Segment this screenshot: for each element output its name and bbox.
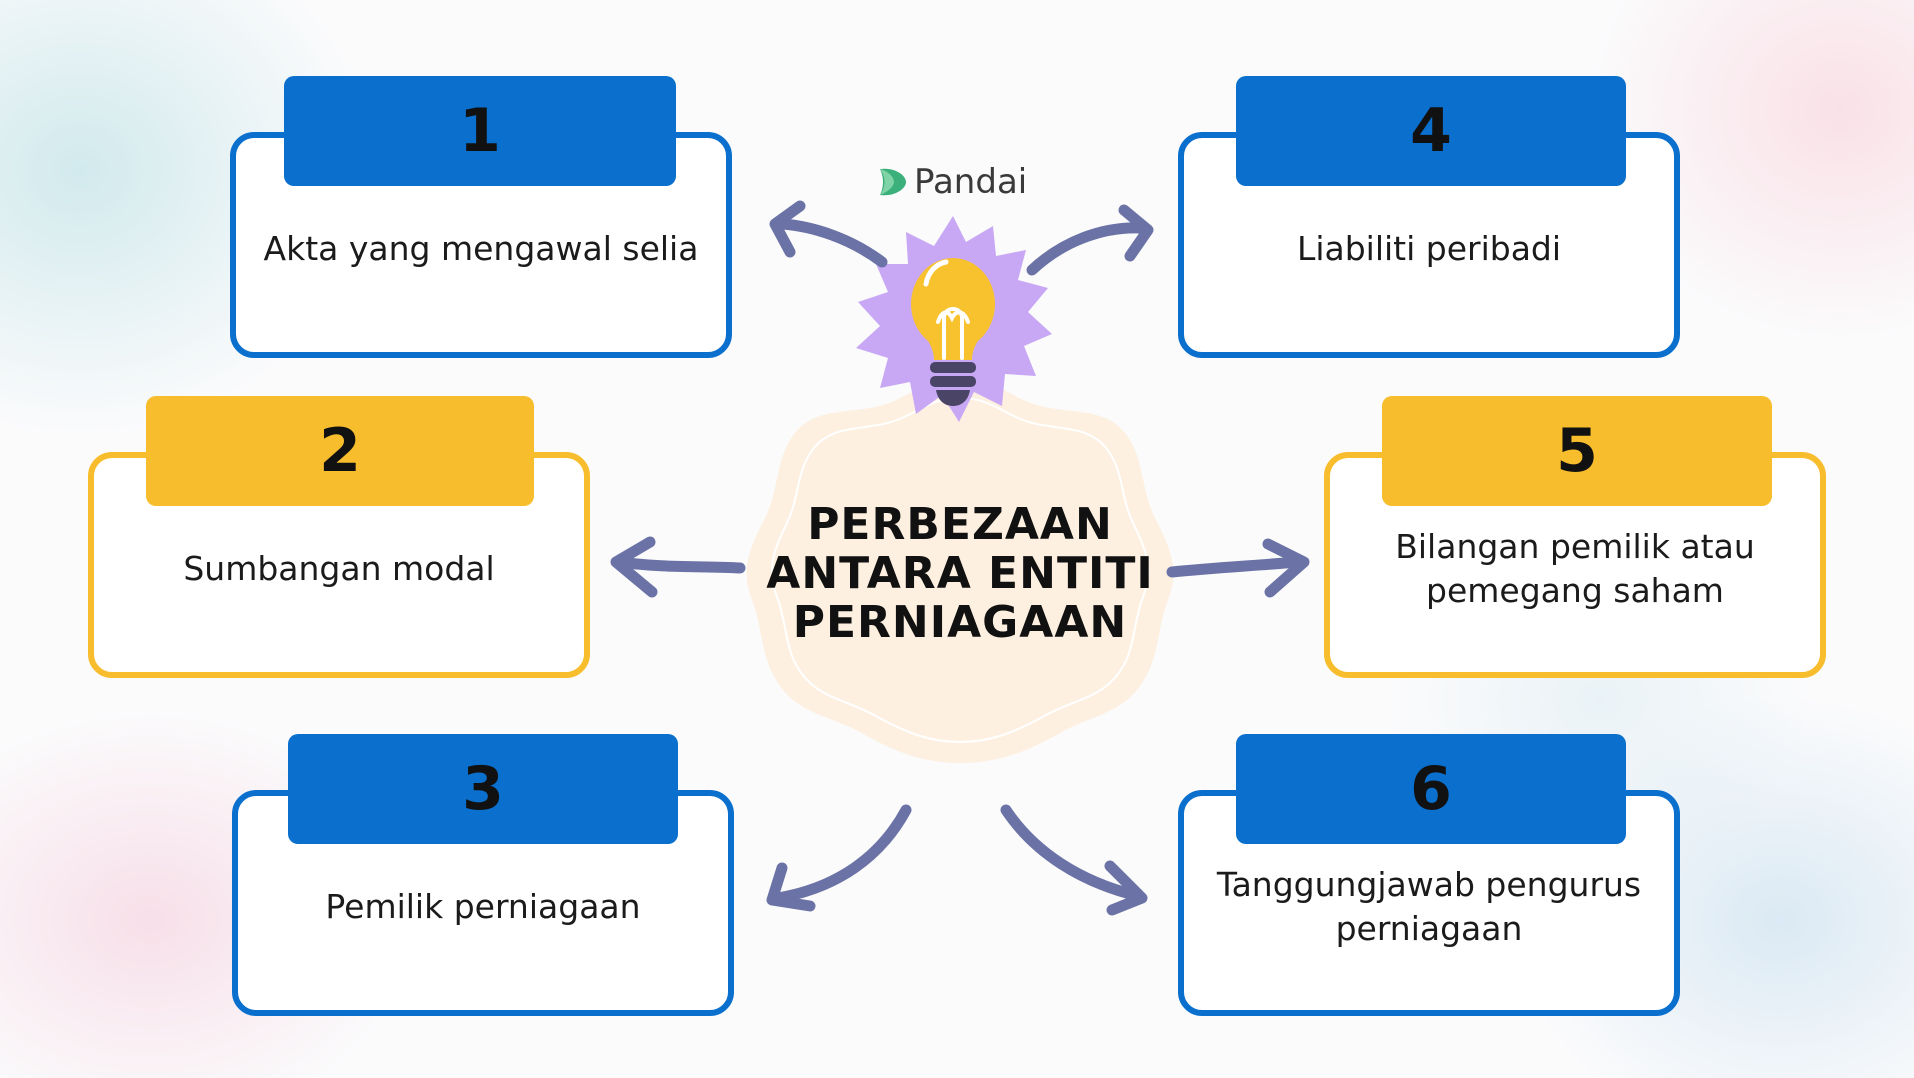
center-title-line-3: PERNIAGAAN	[792, 597, 1128, 648]
pandai-logo: Pandai	[876, 162, 1027, 202]
card-3-text: Pemilik perniagaan	[325, 887, 641, 926]
arrow-to-card-5	[1166, 556, 1304, 578]
arrow-to-card-4	[1026, 222, 1148, 276]
card-5: 5 Bilangan pemilik atau pemegang saham	[1324, 396, 1826, 678]
card-1-number: 1	[459, 96, 501, 166]
arrow-to-card-3	[772, 804, 912, 904]
card-4: 4 Liabiliti peribadi	[1178, 76, 1680, 358]
card-3-number: 3	[462, 754, 504, 824]
arrow-to-card-6	[1000, 804, 1144, 902]
arrow-to-card-2	[614, 556, 746, 574]
lightbulb-idea-icon	[856, 216, 1052, 422]
pandai-leaf-icon	[880, 168, 906, 196]
card-1-number-tab: 1	[284, 76, 676, 186]
card-4-number-tab: 4	[1236, 76, 1626, 186]
card-6-text: Tanggungjawab pengurus perniagaan	[1216, 865, 1642, 948]
card-5-text: Bilangan pemilik atau pemegang saham	[1395, 527, 1755, 610]
card-6-number: 6	[1410, 754, 1452, 824]
card-4-number: 4	[1410, 96, 1452, 166]
logo-text: Pandai	[914, 162, 1028, 202]
center-blob	[746, 378, 1174, 763]
center-title: PERBEZAAN ANTARA ENTITI PERNIAGAAN	[740, 500, 1180, 647]
card-4-text: Liabiliti peribadi	[1296, 229, 1562, 268]
card-6-number-tab: 6	[1236, 734, 1626, 844]
card-1: 1 Akta yang mengawal selia	[230, 76, 732, 358]
card-5-number-tab: 5	[1382, 396, 1772, 506]
center-title-line-1: PERBEZAAN	[807, 499, 1113, 550]
card-3: 3 Pemilik perniagaan	[232, 734, 734, 1016]
card-2-number: 2	[319, 416, 361, 486]
card-6: 6 Tanggungjawab pengurus perniagaan	[1178, 734, 1680, 1016]
card-1-text: Akta yang mengawal selia	[263, 229, 699, 268]
arrow-to-card-1	[776, 218, 888, 268]
card-3-number-tab: 3	[288, 734, 678, 844]
card-2-text: Sumbangan modal	[183, 549, 495, 588]
card-2-number-tab: 2	[146, 396, 534, 506]
card-2: 2 Sumbangan modal	[88, 396, 590, 678]
center-title-line-2: ANTARA ENTITI	[766, 548, 1154, 599]
card-5-number: 5	[1556, 416, 1598, 486]
